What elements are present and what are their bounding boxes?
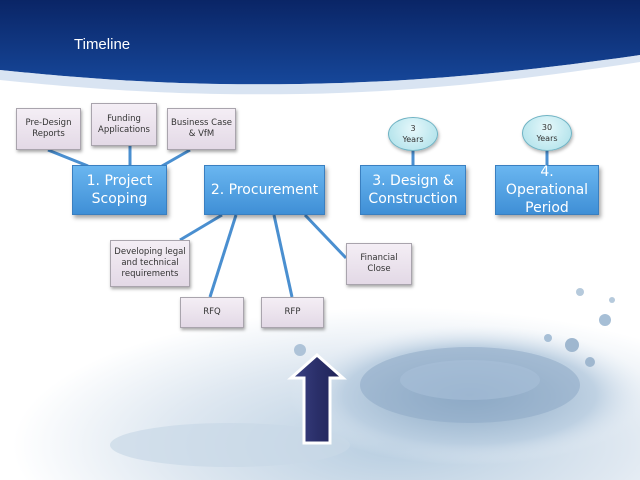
- connector-rfp: [272, 214, 294, 298]
- duration-bubble-3-years: 3 Years: [388, 117, 438, 151]
- phase-design-construction: 3. Design & Construction: [360, 165, 466, 215]
- phase-project-scoping: 1. Project Scoping: [72, 165, 167, 215]
- task-rfp: RFP: [261, 297, 324, 328]
- task-business-case: Business Case & VfM: [167, 108, 236, 150]
- task-label: Pre-Design Reports: [25, 118, 72, 139]
- task-financial-close: Financial Close: [346, 243, 412, 285]
- phase-label: 1. Project Scoping: [86, 173, 153, 207]
- task-label: RFQ: [203, 307, 221, 317]
- duration-label: 30 Years: [536, 123, 558, 143]
- task-developing-legal: Developing legal and technical requireme…: [110, 240, 190, 287]
- task-pre-design-reports: Pre-Design Reports: [16, 108, 81, 150]
- duration-bubble-30-years: 30 Years: [522, 115, 572, 151]
- slide-title: Timeline: [74, 36, 131, 53]
- task-label: RFP: [284, 307, 301, 317]
- task-label: Funding Applications: [98, 113, 150, 135]
- phase-label: 2. Procurement: [210, 182, 319, 198]
- phase-label: 3. Design & Construction: [368, 173, 458, 207]
- task-label: Financial Close: [360, 253, 398, 274]
- connector-pre-design: [47, 148, 89, 168]
- task-funding-applications: Funding Applications: [91, 103, 157, 146]
- phase-label: 4. Operational Period: [505, 164, 589, 216]
- connector-business-case: [161, 148, 191, 168]
- phase-procurement: 2. Procurement: [204, 165, 325, 215]
- task-label: Developing legal and technical requireme…: [114, 247, 186, 279]
- connector-rfq: [208, 214, 238, 298]
- phase-operational-period: 4. Operational Period: [495, 164, 599, 216]
- task-label: Business Case & VfM: [171, 118, 232, 139]
- connector-developing-legal: [179, 213, 223, 242]
- connector-financial-close: [303, 213, 348, 260]
- duration-label: 3 Years: [402, 124, 424, 144]
- task-rfq: RFQ: [180, 297, 244, 328]
